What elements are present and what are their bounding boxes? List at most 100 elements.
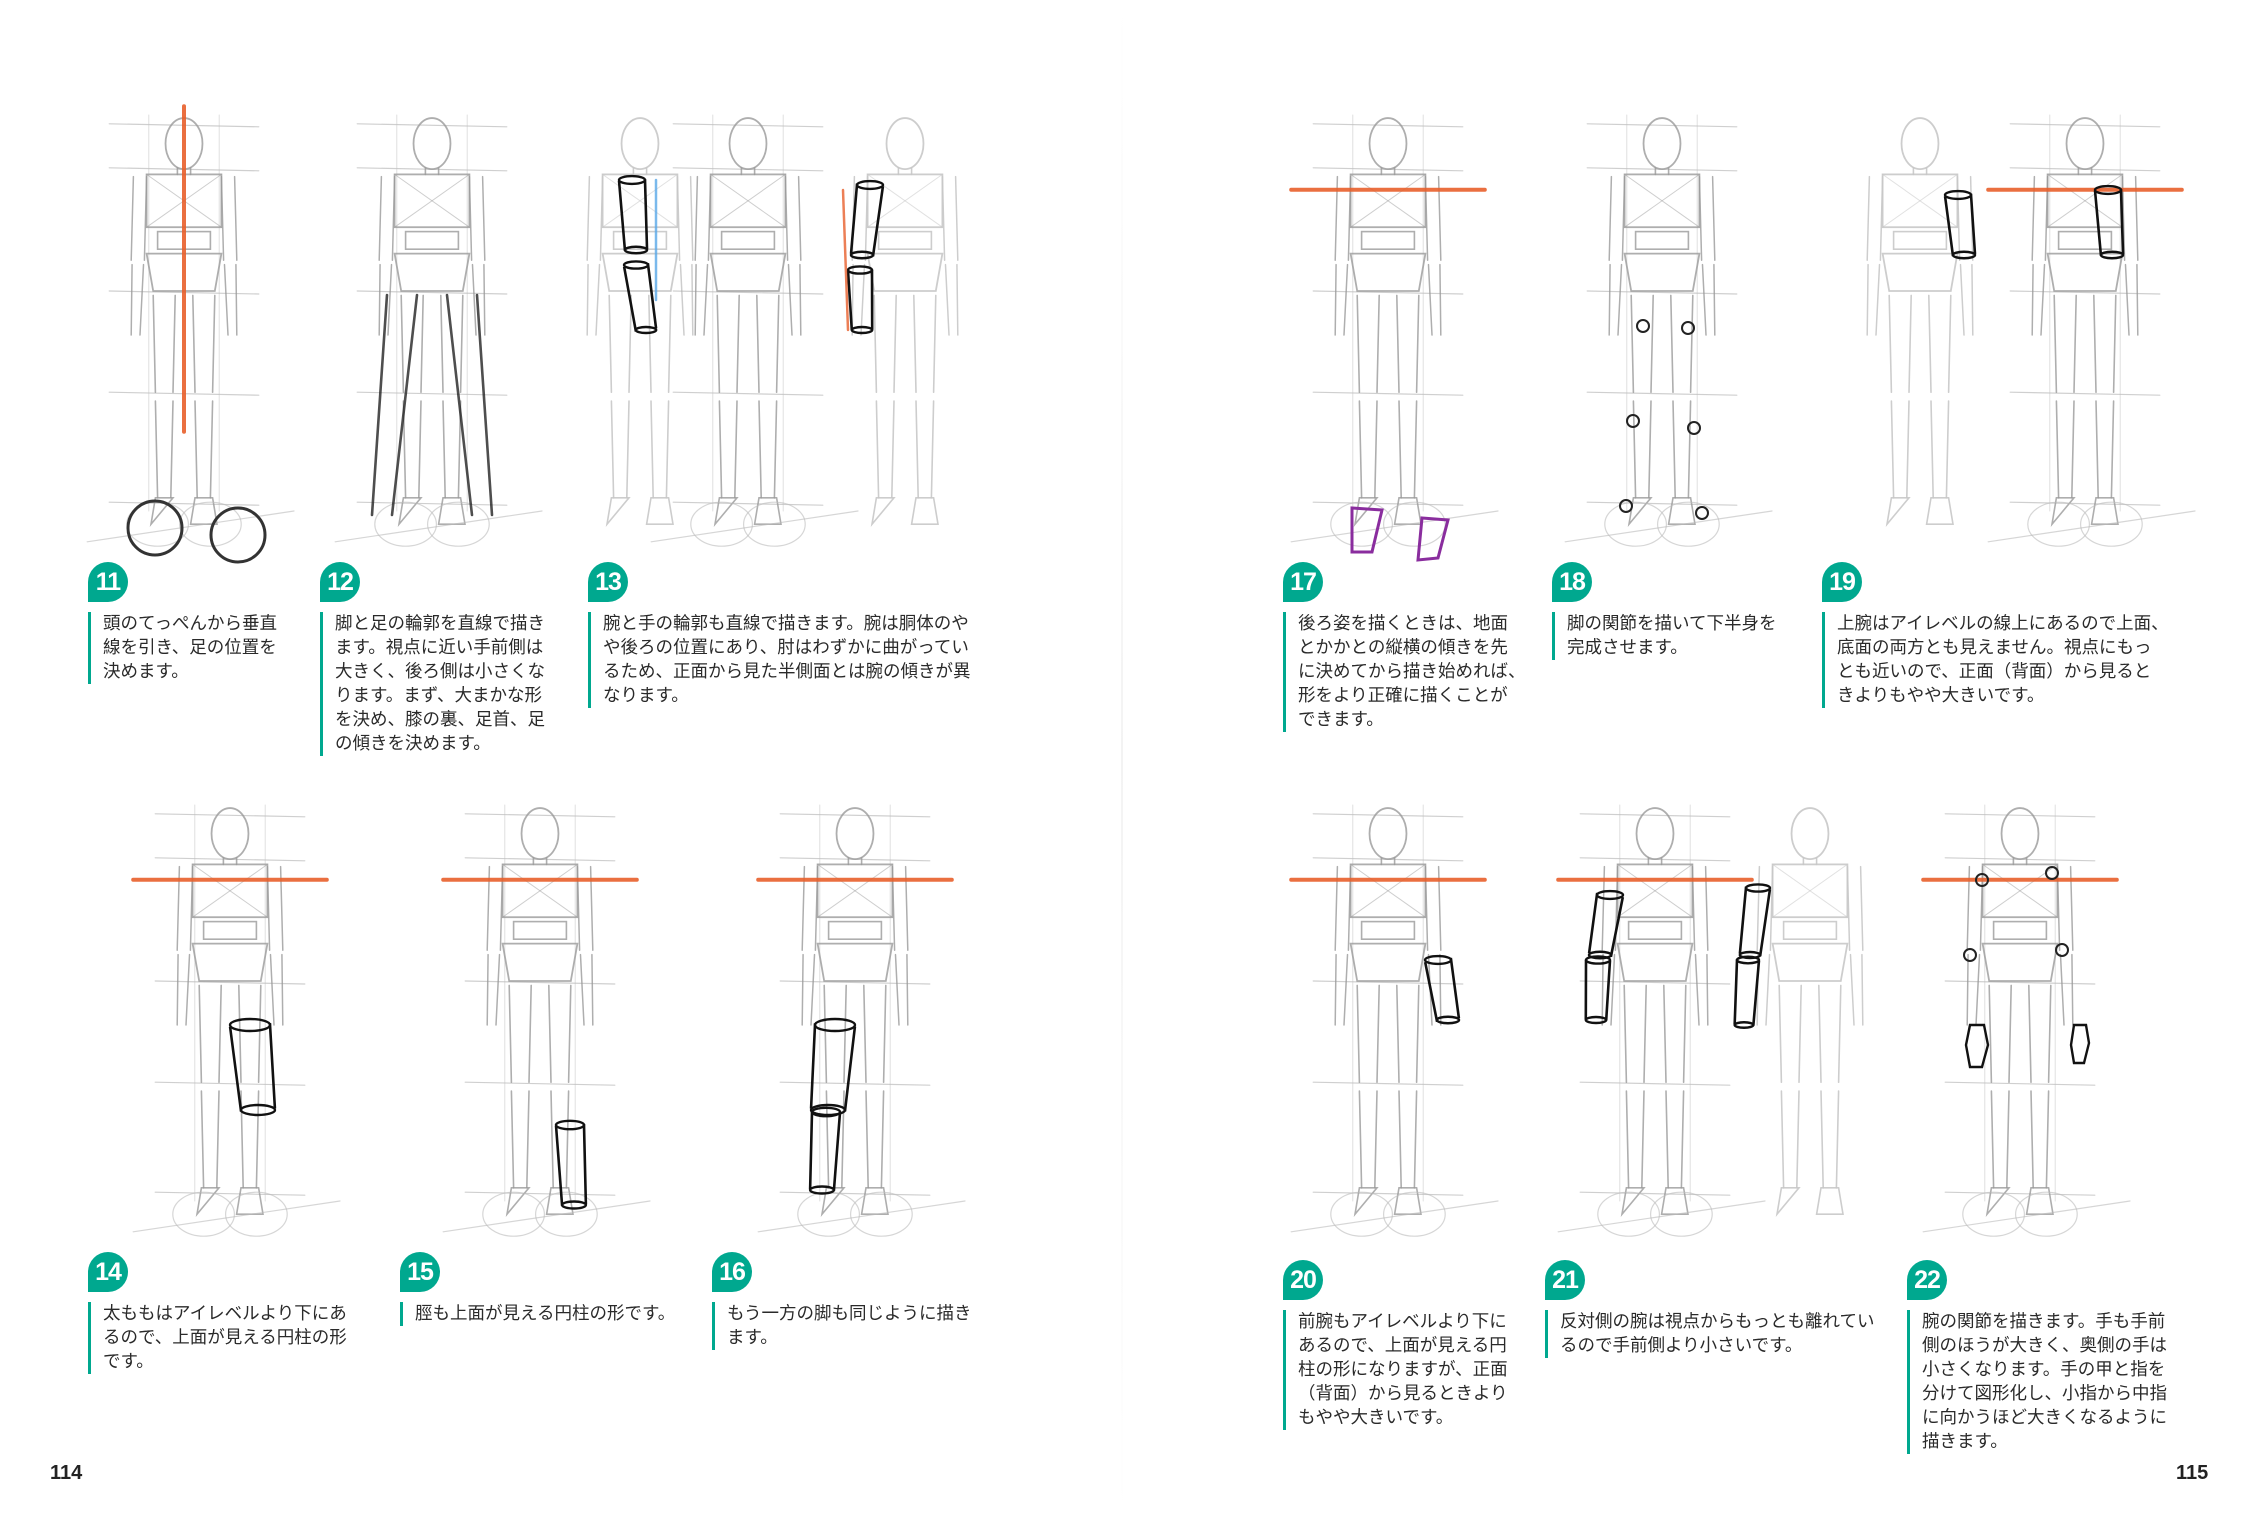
arm-sketch (483, 263, 486, 336)
leg-sketch (1641, 1090, 1645, 1189)
description-line: 頭のてっぺんから垂直 (103, 614, 277, 634)
leg-sketch (665, 400, 670, 499)
leg-sketch (647, 294, 652, 394)
leg-sketch (716, 294, 721, 394)
leg-sketch (1689, 294, 1694, 394)
leg-sketch (216, 1090, 220, 1189)
pelvis-sketch (145, 252, 223, 292)
leg-sketch (890, 400, 895, 499)
arm-sketch (1608, 263, 1611, 336)
leg-sketch (755, 294, 760, 394)
guide-line (1579, 980, 1731, 985)
leg-sketch (773, 400, 778, 499)
pelvis-sketch (1981, 942, 2059, 982)
upper-arm-outline (617, 174, 647, 186)
foot-position-circle (126, 499, 184, 557)
leg-sketch (733, 400, 738, 499)
arm-sketch (1694, 953, 1700, 1026)
foot-sketch (2050, 497, 2076, 527)
arm-sketch (378, 175, 383, 261)
chest-sketch (1350, 863, 1426, 918)
guide-line (464, 980, 616, 985)
guide-line (356, 290, 508, 295)
leg-sketch (1625, 1090, 1630, 1189)
leg-sketch (459, 294, 464, 394)
leg-sketch (417, 400, 422, 499)
arm-sketch (579, 953, 585, 1026)
chest-sketch (1882, 173, 1958, 228)
ground-guide (132, 1200, 341, 1233)
upper-arm-cylinder (1738, 950, 1762, 960)
arm-sketch (1706, 953, 1709, 1026)
upper-arm-cylinder (1587, 892, 1625, 958)
upper-arm-cylinder (1951, 250, 1977, 260)
shin-cylinder (554, 1124, 588, 1206)
leg-sketch (200, 1090, 205, 1189)
leg-sketch (1630, 294, 1635, 394)
forearm-cylinder (1584, 955, 1612, 965)
description-line: るので手前側より小さいです。 (1560, 1336, 1803, 1356)
step-number-badge: 11 (88, 562, 128, 602)
guide-line (1944, 1081, 2096, 1086)
foot-sketch (860, 1187, 889, 1215)
leg-sketch (1358, 400, 1363, 499)
leg-outline (445, 293, 474, 517)
guide-line (1944, 1191, 2096, 1196)
step-description: 頭のてっぺんから垂直線を引き、足の位置を決めます。 (88, 612, 277, 684)
step-description: 前腕もアイレベルより下にあるので、上面が見える円柱の形になりますが、正面（背面）… (1283, 1310, 1508, 1430)
upper-arm-cylinder (1587, 950, 1613, 960)
description-line: なります。 (603, 686, 689, 706)
chest-sketch (1350, 173, 1426, 228)
arm-sketch (694, 263, 697, 336)
ground-guide (482, 1191, 545, 1237)
foot-sketch (1775, 1187, 1801, 1217)
description-line: きよりもやや大きいです。 (1837, 686, 2045, 706)
description-line: るため、正面から見た半側面とは腕の傾きが異 (603, 662, 971, 682)
arm-sketch (468, 175, 473, 261)
leg-sketch (1623, 984, 1628, 1083)
leg-sketch (912, 294, 917, 394)
leg-sketch (1648, 400, 1652, 499)
leg-sketch (843, 984, 848, 1083)
guide-line (464, 1081, 616, 1086)
upper-arm-outline (855, 179, 885, 191)
description-line: とも近いので、正面（背面）から見ると (1837, 662, 2152, 682)
chest-sketch (502, 863, 578, 918)
waist-sketch (1992, 920, 2048, 940)
leg-sketch (625, 400, 630, 499)
arm-sketch (1861, 953, 1864, 1026)
leg-sketch (1682, 984, 1687, 1083)
thigh-cylinder (239, 1103, 277, 1117)
leg-sketch (2028, 984, 2032, 1083)
leg-sketch (1376, 984, 1380, 1083)
pelvis-sketch (601, 252, 679, 292)
leg-sketch (439, 294, 444, 394)
arm-sketch (894, 953, 900, 1026)
leg-sketch (1376, 294, 1380, 394)
description-line: 反対側の腕は視点からもっとも離れてい (1560, 1312, 1875, 1332)
leg-sketch (1780, 1090, 1785, 1189)
chest-sketch (710, 173, 786, 228)
leg-sketch (882, 984, 887, 1083)
forearm-cylinder (1423, 954, 1453, 966)
ground-guide (1557, 1200, 1766, 1233)
leg-sketch (1778, 984, 1783, 1083)
arm-sketch (391, 175, 396, 261)
step-description: 脛も上面が見える円柱の形です。 (400, 1302, 675, 1326)
guide-line (2009, 290, 2161, 295)
leg-sketch (1374, 400, 1378, 499)
guide-line (672, 123, 824, 128)
pelvis-sketch (866, 252, 944, 292)
leg-sketch (1643, 984, 1647, 1083)
chest-sketch (2047, 173, 2123, 228)
foot-sketch (397, 497, 423, 527)
leg-sketch (1835, 1090, 1840, 1189)
description-line: に決めてから描き始めれば、 (1298, 662, 1526, 682)
thigh-cylinder (813, 1017, 857, 1033)
step-number-badge: 21 (1545, 1260, 1585, 1300)
guide-line (356, 123, 508, 128)
description-line: 線を引き、足の位置を (103, 638, 277, 658)
leg-sketch (1820, 1090, 1824, 1189)
arm-sketch (941, 175, 946, 261)
